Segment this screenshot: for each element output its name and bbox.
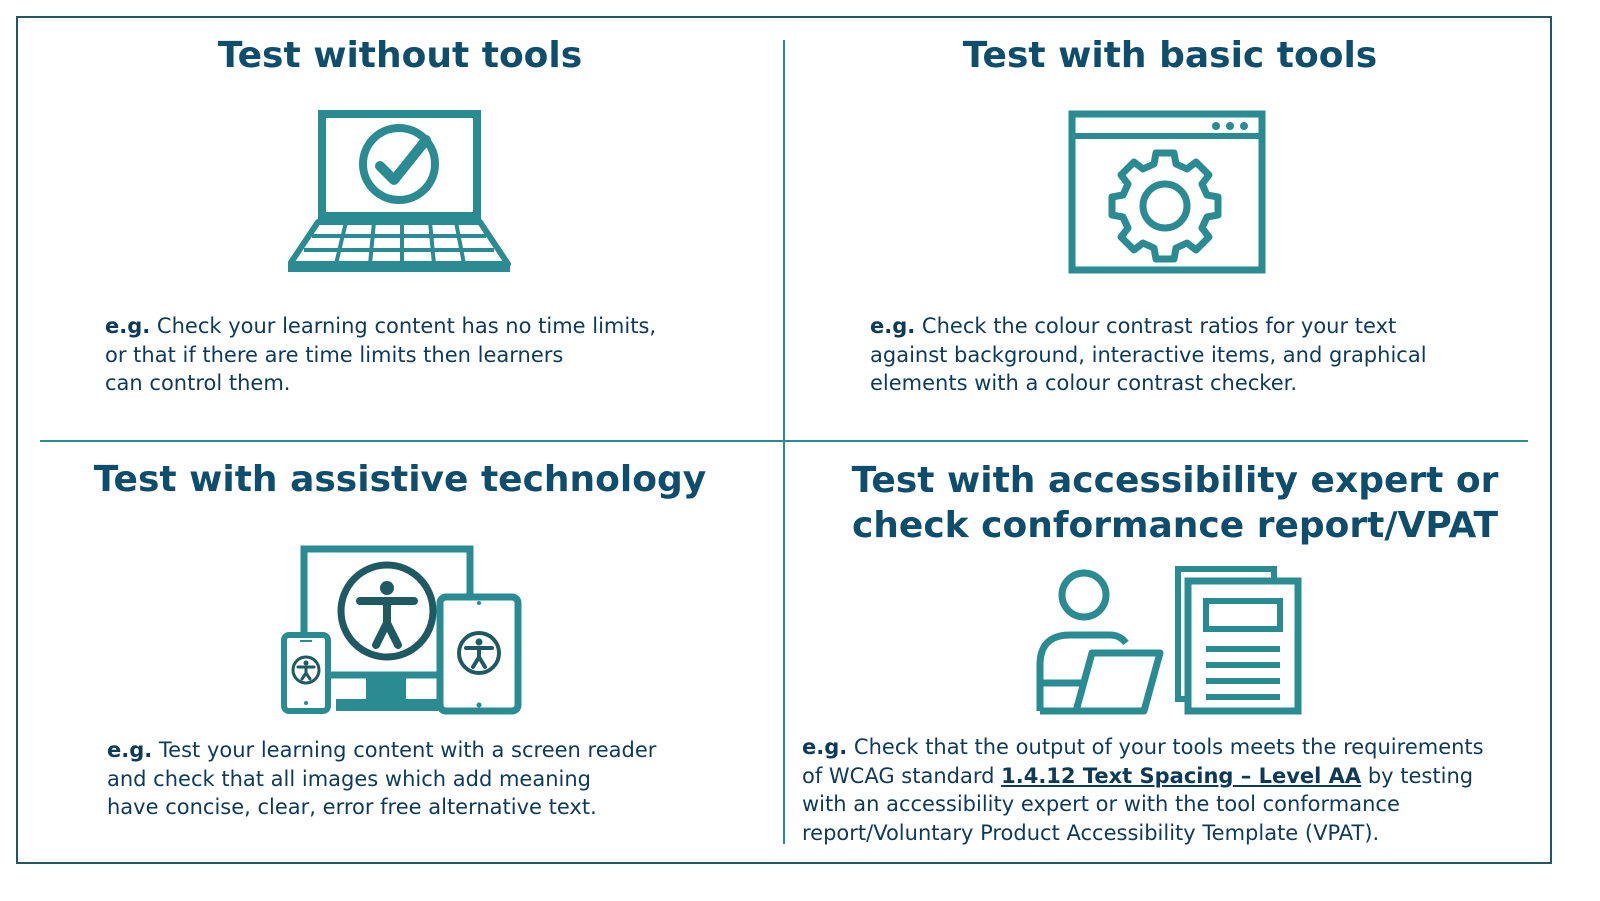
panel-title: Test without tools bbox=[217, 35, 583, 76]
eg-label: e.g. bbox=[105, 314, 151, 338]
eg-label: e.g. bbox=[802, 735, 848, 759]
laptop-checkmark-icon bbox=[288, 110, 511, 272]
person-laptop-documents-icon bbox=[1036, 566, 1302, 715]
desc-line-2-pre: of WCAG standard bbox=[802, 763, 1002, 788]
browser-gear-icon bbox=[1068, 110, 1266, 274]
desc-line-4: report/Voluntary Product Accessibility T… bbox=[802, 820, 1380, 845]
desc-line-2: and check that all images which add mean… bbox=[107, 766, 591, 791]
eg-label: e.g. bbox=[870, 314, 916, 338]
desc-line-1: Test your learning content with a screen… bbox=[158, 738, 657, 762]
eg-label: e.g. bbox=[107, 738, 153, 762]
desc-line-1: Check that the output of your tools meet… bbox=[853, 735, 1484, 759]
desc-line-3: elements with a colour contrast checker. bbox=[870, 371, 1298, 395]
desc-line-1: Check your learning content has no time … bbox=[156, 314, 657, 338]
infographic-frame bbox=[16, 16, 1552, 864]
vertical-divider bbox=[783, 40, 785, 844]
desc-line-3: have concise, clear, error free alternat… bbox=[107, 795, 597, 819]
panel-description: e.g. Check the colour contrast ratios fo… bbox=[870, 312, 1427, 398]
panel-test-with-accessibility-expert: Test with accessibility expert or check … bbox=[800, 450, 1550, 850]
desc-line-2: or that if there are time limits then le… bbox=[105, 342, 564, 367]
panel-title: Test with accessibility expert or check … bbox=[800, 458, 1550, 548]
desc-line-3: with an accessibility expert or with the… bbox=[802, 792, 1400, 816]
panel-title-line-1: Test with accessibility expert or bbox=[851, 460, 1499, 501]
panel-title: Test with basic tools bbox=[962, 35, 1378, 76]
panel-description: e.g. Check your learning content has no … bbox=[105, 312, 656, 398]
panel-test-without-tools: Test without tools e.g. Check your learn… bbox=[40, 30, 760, 430]
accessibility-devices-icon bbox=[281, 545, 522, 715]
panel-test-with-assistive-technology: Test with assistive technology e.g. Test… bbox=[40, 450, 760, 850]
wcag-1-4-12-link[interactable]: 1.4.12 Text Spacing – Level AA bbox=[1001, 763, 1362, 788]
panel-title: Test with assistive technology bbox=[93, 459, 707, 500]
desc-line-2-post: by testing bbox=[1361, 763, 1474, 788]
desc-line-1: Check the colour contrast ratios for you… bbox=[921, 314, 1397, 338]
panel-title-line-2: check conformance report/VPAT bbox=[851, 505, 1499, 546]
panel-description: e.g. Test your learning content with a s… bbox=[107, 736, 656, 822]
panel-description: e.g. Check that the output of your tools… bbox=[802, 733, 1484, 847]
desc-line-2: against background, interactive items, a… bbox=[870, 342, 1427, 367]
horizontal-divider bbox=[40, 440, 1528, 442]
desc-line-3: can control them. bbox=[105, 371, 291, 395]
panel-test-with-basic-tools: Test with basic tools e.g. Check the col… bbox=[800, 30, 1540, 430]
